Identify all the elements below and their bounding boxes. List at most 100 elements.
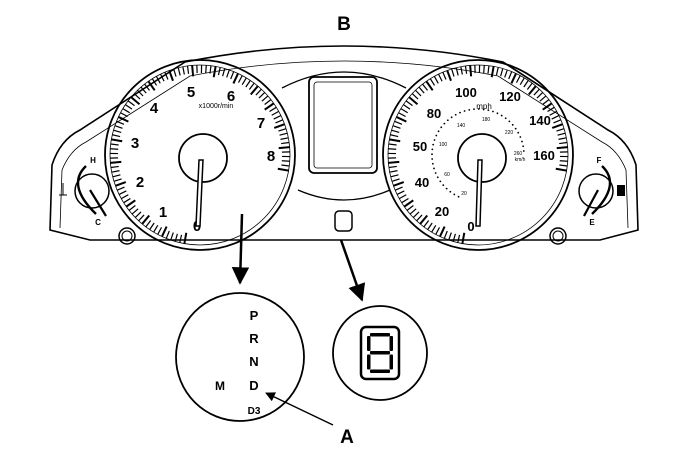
tachometer-tick [146,220,151,226]
center-arc-top [282,72,406,88]
speedometer-tick [390,135,398,137]
tachometer-tick [110,162,121,163]
speedometer-needle [476,160,482,226]
tachometer-tick [279,147,290,148]
temperature-hot-label: H [90,156,96,165]
speedometer-tick [436,227,440,234]
speedometer-kmh-220: 220 [505,130,514,136]
speedometer-tick [552,124,562,128]
tachometer-tick [124,198,131,202]
speedometer-kmh-60: 60 [444,172,450,178]
speedometer-tick [488,66,489,74]
speedometer-tick [406,101,412,106]
speedometer-kmh-dot [497,112,499,114]
tachometer-tick [272,111,279,115]
tachometer-tick [281,142,289,143]
speedometer-kmh-dot [501,115,503,117]
speedometer-kmh-dot [458,196,460,198]
tachometer-tick [265,100,271,105]
speedometer-tick [399,195,406,199]
speedometer-tick [420,216,427,224]
speedometer-number-160: 160 [533,148,555,163]
gear-letter-d3: D3 [248,406,261,417]
speedometer-kmh-dot [440,126,442,128]
speedometer-tick [407,205,413,210]
speedometer-tick [534,89,539,95]
speedometer-kmh-dot [443,123,445,125]
tachometer-number-2: 2 [136,174,144,191]
speedometer-tick [461,67,463,75]
tachometer-tick [111,166,119,167]
tachometer-tick [123,109,130,113]
tachometer-tick [135,212,141,218]
speedometer-tick [388,149,396,150]
temperature-gauge: H C [59,156,109,227]
gear-letter-d: D [249,378,258,393]
speedometer-number-100: 100 [455,85,477,100]
speedometer-tick [409,97,417,104]
speedometer-kmh-140: 140 [457,123,466,129]
tachometer-tick [262,96,268,101]
tachometer-tick [274,124,284,128]
speedometer-tick [417,215,422,221]
speedometer-tick [426,81,432,90]
speedometer-tick [452,69,454,77]
speedometer-tick [395,187,402,190]
speedometer-tick [403,105,410,109]
speedometer-tick [430,79,434,86]
tachometer-tick [134,94,140,99]
speedometer-tick [388,162,399,163]
speedometer-tick [413,212,419,218]
speedometer-tick [393,182,403,186]
speedometer-kmh-dot [505,117,507,119]
tachometer-tick [117,121,124,124]
speedometer-tick [558,133,566,135]
speedometer-kmh-180: 180 [482,117,491,123]
thermometer-icon [59,183,67,195]
speedometer-tick [527,83,532,89]
fuel-empty-label: E [589,218,595,227]
temperature-cold-label: C [95,218,101,227]
speedometer-tick [458,235,460,243]
speedometer-tick [412,94,418,99]
tachometer-tick [125,105,132,109]
center-lcd-display [309,77,377,173]
tachometer-tick [115,182,125,186]
tachometer-tick [282,161,290,162]
speedometer-kmh-20: 20 [461,191,467,197]
tachometer-tick [242,78,246,85]
speedometer-tick [390,171,398,173]
tachometer-tick [214,66,216,77]
gear-position-window [335,211,352,231]
speedometer-tick [424,220,429,226]
digit-display-zoom [333,306,427,400]
speedometer-tick [462,233,464,244]
speedometer-tick [434,76,438,83]
speedometer-kmh-dot [517,132,519,134]
gear-letter-m: M [215,379,225,393]
speedometer-number-120: 120 [499,89,521,104]
tachometer-tick [233,73,238,83]
speedometer-tick [389,144,397,145]
tachometer-tick [132,209,138,214]
tachometer-tick [166,231,169,238]
tachometer: 5 6 4 7 3 8 2 1 0 x1000r/min [105,60,295,250]
speedometer-kmh-dot [431,158,433,160]
speedometer-tick [470,65,471,76]
right-adjust-knob [550,228,566,244]
speedometer-tick [529,86,536,94]
callout-a: A [340,427,354,448]
tachometer-tick [142,216,149,224]
speedometer-kmh-dot [521,141,523,143]
speedometer-tick [397,191,404,195]
center-arc-bottom [298,190,390,200]
tachometer-tick [183,67,185,75]
segment-lower-left [367,355,371,370]
speedometer-kmh-dot [442,184,444,186]
tachometer-tick [121,113,128,117]
tachometer-tick [112,135,120,137]
tachometer-tick [154,225,158,232]
speedometer-tick [484,65,485,73]
speedometer-number-0: 0 [467,219,474,234]
fuel-gauge-needle [584,190,598,216]
